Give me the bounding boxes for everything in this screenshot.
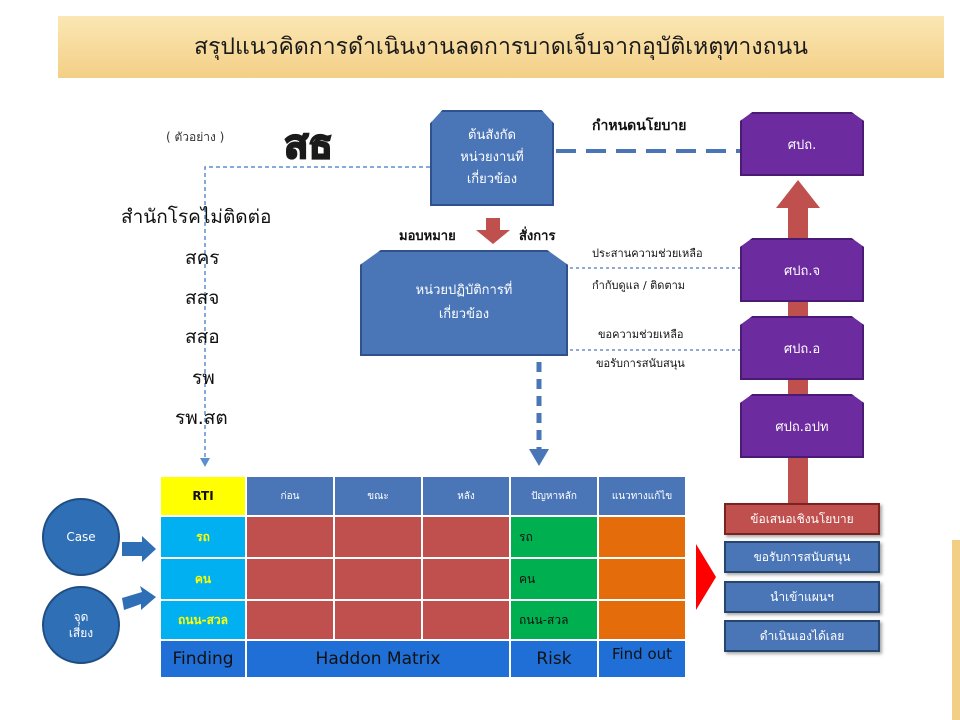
case-arrow [122,536,156,562]
matrix-row-label: รถ [160,516,246,558]
matrix-cell [422,558,510,600]
matrix-cell [422,516,510,558]
matrix-cell [246,558,334,600]
find-out-label: Find out [598,640,686,678]
matrix-row-label: คน [160,558,246,600]
list-item: สสอ [185,326,220,348]
assign-down-arrow [476,218,510,244]
ops-arrowhead [529,449,549,466]
matrix-header-solution: แนวทางแก้ไข [598,476,686,516]
list-item: สสจ [185,287,220,309]
assign-label: มอบหมาย [399,229,456,244]
monitor-label: กำกับดูแล / ติดตาม [592,279,686,292]
matrix-cell [334,600,422,640]
haddon-matrix-label: Haddon Matrix [246,640,510,678]
list-item: รพ.สต [175,407,228,429]
center-box-national: ศปถ. [740,112,864,176]
support-request-box: ขอรับการสนับสนุน [724,541,880,573]
moph-logo-text: สธ [283,121,334,169]
matrix-solution-cell [598,558,686,600]
example-label: ( ตัวอย่าง ) [166,130,225,144]
page-title: สรุปแนวคิดการดำเนินงานลดการบาดเจ็บจากอุบ… [194,34,808,60]
matrix-header-before: ก่อน [246,476,334,516]
matrix-cell [246,600,334,640]
matrix-problem-cell: ถนน-สวล [510,600,598,640]
matrix-header-during: ขณะ [334,476,422,516]
policy-proposal-box: ข้อเสนอเชิงนโยบาย [724,503,880,535]
order-label: สั่งการ [519,229,556,244]
matrix-solution-cell [598,600,686,640]
coord-label: ประสานความช่วยเหลือ [592,247,703,260]
plan-import-box: นำเข้าแผนฯ [724,581,880,613]
solution-chevron [696,544,716,610]
self-action-box: ดำเนินเองได้เลย [724,620,880,652]
policy-label: กำหนดนโยบาย [592,118,687,134]
title-banner [58,16,944,78]
request-support-label: ขอรับการสนับสนุน [596,357,685,370]
matrix-row-label: ถนน-สวล [160,600,246,640]
matrix-solution-cell [598,516,686,558]
matrix-cell [334,516,422,558]
list-item: รพ [192,367,215,389]
matrix-header-problem: ปัญหาหลัก [510,476,598,516]
escalation-arrowhead [776,180,820,208]
matrix-cell [422,600,510,640]
matrix-cell [334,558,422,600]
matrix-header-after: หลัง [422,476,510,516]
operations-unit-line: หน่วยปฏิบัติการที่ [415,283,513,298]
matrix-corner: RTI [160,476,246,516]
operations-unit-line: เกี่ยวข้อง [438,307,490,322]
matrix-cell [246,516,334,558]
matrix-problem-cell: รถ [510,516,598,558]
risk-point-circle: จุด เสี่ยง [42,586,120,664]
list-item: สคร [185,247,220,269]
right-edge-accent [952,540,960,720]
case-circle: Case [42,498,120,576]
list-item: สำนักโรคไม่ติดต่อ [121,206,272,228]
parent-agency-line: ต้นสังกัด [468,128,516,143]
parent-agency-line: เกี่ยวข้อง [466,172,518,187]
parent-agency-line: หน่วยงานที่ [460,150,524,165]
risk-label: Risk [510,640,598,678]
risk-point-arrow [122,586,156,610]
center-box-district: ศปถ.อ [740,316,864,380]
matrix-problem-cell: คน [510,558,598,600]
center-box-local: ศปถ.อปท [740,394,864,458]
center-box-province: ศปถ.จ [740,238,864,302]
left-arrowhead [200,458,210,467]
parent-agency-box: ต้นสังกัด หน่วยงานที่ เกี่ยวข้อง [430,110,554,206]
left-dashed-connector [204,166,430,462]
operations-unit-box: หน่วยปฏิบัติการที่ เกี่ยวข้อง [360,250,568,356]
request-help-label: ขอความช่วยเหลือ [598,328,684,341]
finding-label: Finding [160,640,246,678]
